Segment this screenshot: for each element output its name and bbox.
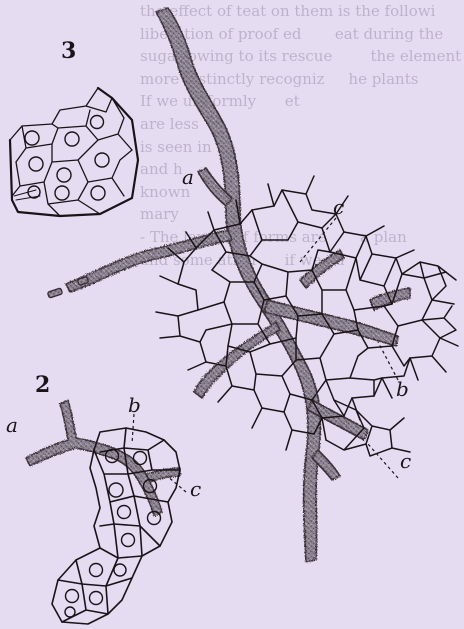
label-c-right: c <box>400 449 411 473</box>
figure-3-cells <box>10 88 138 216</box>
label-b-right: b <box>396 377 409 401</box>
figure-2-hypha <box>26 400 180 516</box>
label-c-top: c <box>333 195 344 219</box>
label-a-left: a <box>6 413 18 437</box>
figure-number-3: 3 <box>61 38 76 64</box>
label-b-left: b <box>128 393 141 417</box>
label-c-left: c <box>190 477 201 501</box>
hypha-main <box>66 8 410 562</box>
label-a-main-hypha: a <box>182 165 194 189</box>
figure-number-2: 2 <box>35 372 50 398</box>
